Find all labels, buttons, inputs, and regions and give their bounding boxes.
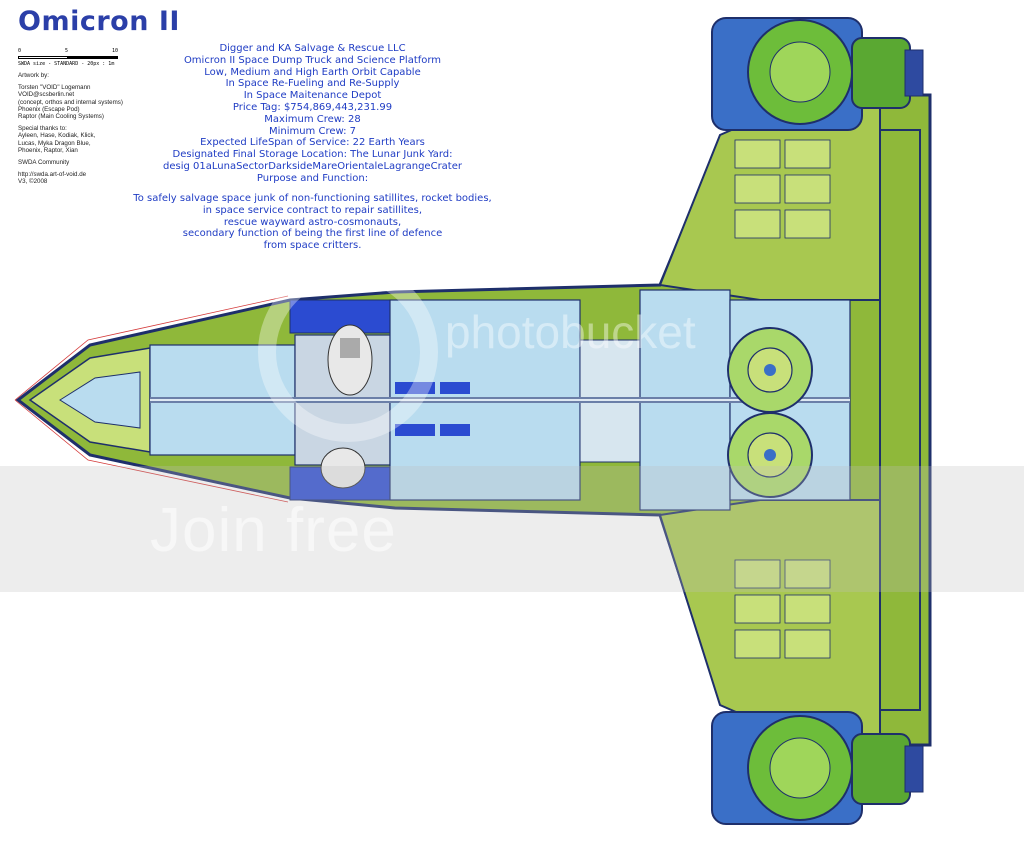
spec-line: Price Tag: $754,869,443,231.99: [232, 101, 393, 113]
spec-line: Expected LifeSpan of Service: 22 Earth Y…: [200, 137, 425, 149]
credits-block: Artwork by: Torsten "VOID" Logemann VOID…: [18, 72, 168, 191]
wing-panels: [734, 139, 831, 659]
thanks-line-2: Lucas, Myka Dragon Blue,: [18, 139, 91, 147]
scale-tick-5: 5: [65, 48, 69, 54]
spec-line: Omicron II Space Dump Truck and Science …: [183, 54, 442, 66]
spec-sheet: Digger and KA Salvage & Rescue LLC Omicr…: [100, 43, 525, 185]
thanks-line-1: Ayleen, Hase, Kodiak, Klick,: [18, 132, 96, 140]
spec-line: Maximum Crew: 28: [264, 113, 361, 125]
scale-bar: 0 5 10 SWDA size - STANDARD - 20px : 1m: [18, 48, 128, 68]
thanks-heading: Special thanks to:: [18, 125, 67, 133]
engine-pod-upper: [711, 17, 924, 131]
aft-frame: [879, 129, 921, 711]
spec-line: In Space Re-Fueling and Re-Supply: [225, 78, 400, 90]
reactor-lower: [727, 412, 813, 498]
nose-section: [28, 347, 151, 453]
author-name: Torsten "VOID" Logemann: [18, 84, 91, 92]
watermark-brand: photobucket: [445, 306, 696, 358]
spec-line: Designated Final Storage Location: The L…: [172, 149, 453, 161]
spec-line: Digger and KA Salvage & Rescue LLC: [219, 43, 406, 54]
spec-line: Purpose and Function:: [256, 172, 369, 184]
scale-tick-0: 0: [18, 48, 22, 54]
watermark-text: Join free: [150, 496, 397, 565]
purpose-text: To safely salvage space junk of non-func…: [90, 193, 535, 252]
watermark-logo: [258, 262, 438, 442]
scale-bar-half: [18, 56, 68, 59]
spec-line: desig 01aLunaSectorDarksideMareOrientale…: [163, 160, 462, 172]
reactor-upper: [727, 327, 813, 413]
scale-bar-line: [18, 56, 118, 59]
shuttle-lower: [320, 447, 366, 489]
community: SWDA Community: [18, 159, 70, 167]
purpose-line: secondary function of being the first li…: [182, 228, 443, 240]
credits-url: http://swda.art-of-void.de: [18, 171, 87, 179]
credit-phoenix: Phoenix (Escape Pod): [18, 105, 80, 113]
engine-pod-lower: [711, 711, 924, 825]
spec-line: Low, Medium and High Earth Orbit Capable: [204, 66, 421, 78]
purpose-line: in space service contract to repair sati…: [202, 204, 423, 216]
page-title: Omicron II: [18, 6, 180, 37]
watermark-band: [0, 466, 1024, 592]
author-email: VOID@scsberlin.net: [18, 91, 75, 99]
scale-caption: SWDA size - STANDARD - 20px : 1m: [18, 61, 115, 67]
spec-line: Minimum Crew: 7: [268, 125, 357, 137]
credit-raptor: Raptor (Main Cooling Systems): [18, 113, 104, 121]
purpose-line: from space critters.: [263, 240, 362, 252]
spec-line: In Space Maitenance Depot: [243, 90, 382, 102]
thanks-line-3: Phoenix, Raptor, Xian: [18, 146, 78, 154]
purpose-line: rescue wayward astro-cosmonauts,: [223, 216, 402, 228]
author-role: (concept, orthos and internal systems): [18, 98, 123, 106]
purpose-line: To safely salvage space junk of non-func…: [133, 193, 492, 204]
version: V3, ©2008: [18, 178, 48, 186]
scale-tick-10: 10: [112, 48, 119, 54]
artwork-heading: Artwork by:: [18, 72, 49, 79]
